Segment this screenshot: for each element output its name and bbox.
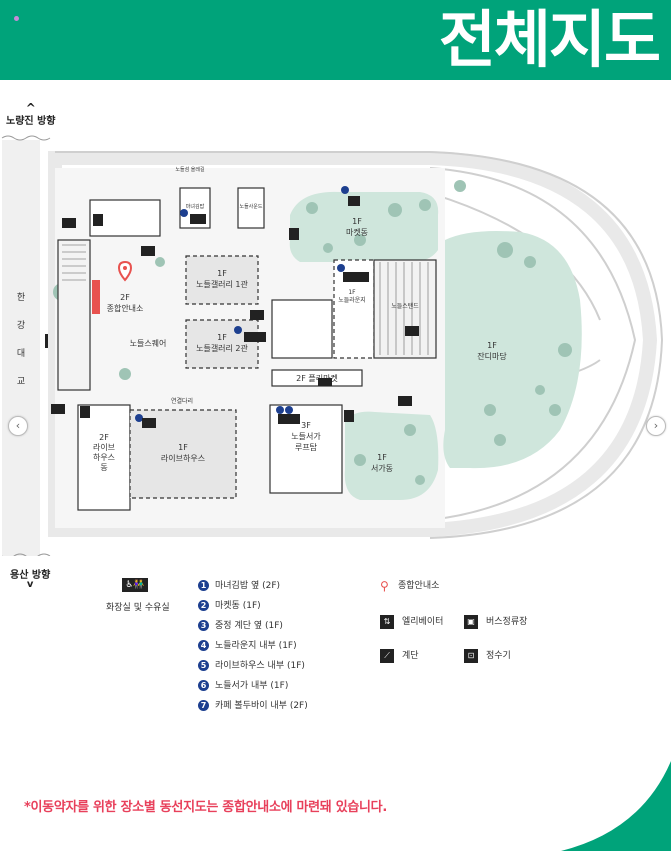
water-fountain-icon: ⊡ (464, 648, 478, 663)
info-center-bar (92, 280, 100, 314)
bridge-char-4: 교 (17, 377, 25, 387)
info-center-marker (117, 260, 133, 282)
corner-decoration (561, 761, 671, 851)
nodeul-square-label: 노들스퀘어 (130, 338, 167, 348)
bridge-char-2: 강 (17, 320, 25, 331)
legend-elevator: ⇅엘리베이터 (380, 614, 443, 629)
footer-note: *이동약자를 위한 장소별 동선지도는 종합안내소에 마련돼 있습니다. (24, 800, 387, 815)
page-title: 전체지도 (438, 3, 661, 76)
prev-slide-button[interactable]: ‹ (8, 416, 28, 436)
nodeul-trail-label: 노들섬 올레길 (175, 166, 205, 173)
legend-bus-stop: ▣버스정류장 (464, 614, 527, 629)
legend-water: ⊡정수기 (464, 648, 511, 663)
toilet-caption: 화장실 및 수유실 (106, 603, 170, 613)
connecting-bridge-label: 연결다리 (171, 397, 193, 405)
nodeul-stand-label: 노들스탠드 (391, 302, 419, 310)
nodeul-sound-label: 노들사운드 (239, 203, 262, 210)
buildings (57, 187, 437, 511)
facility-icons (51, 196, 419, 428)
bridge-char-1: 한 (17, 292, 25, 303)
next-slide-button[interactable]: › (646, 416, 666, 436)
bridge-char-3: 대 (17, 348, 25, 359)
north-direction-label: ^ 노량진 방향 (6, 101, 56, 127)
flea-market-label: 2F 플리마켓 (296, 373, 338, 383)
legend-stairs: ⟋계단 (380, 648, 419, 663)
location-pin-icon: ⚲ (380, 578, 389, 593)
trees (53, 180, 572, 485)
stairs-icon: ⟋ (380, 648, 394, 663)
header-banner: 전체지도 (0, 0, 671, 80)
south-direction-label: 용산 방향 v (10, 570, 51, 590)
island-map: 한 강 대 교 (1, 135, 664, 556)
bridge-column (1, 135, 51, 556)
restaurant-label: 마녀김밥 (186, 203, 205, 210)
decorative-dot (14, 16, 19, 21)
island-outline (48, 151, 664, 539)
stair-hatches (62, 244, 429, 355)
number-badges (135, 186, 349, 422)
legend-info-center: ⚲종합안내소 (380, 578, 440, 593)
elevator-icon: ⇅ (380, 614, 394, 629)
bus-icon: ▣ (464, 614, 478, 629)
toilet-icon: ♿👫 (122, 578, 148, 592)
